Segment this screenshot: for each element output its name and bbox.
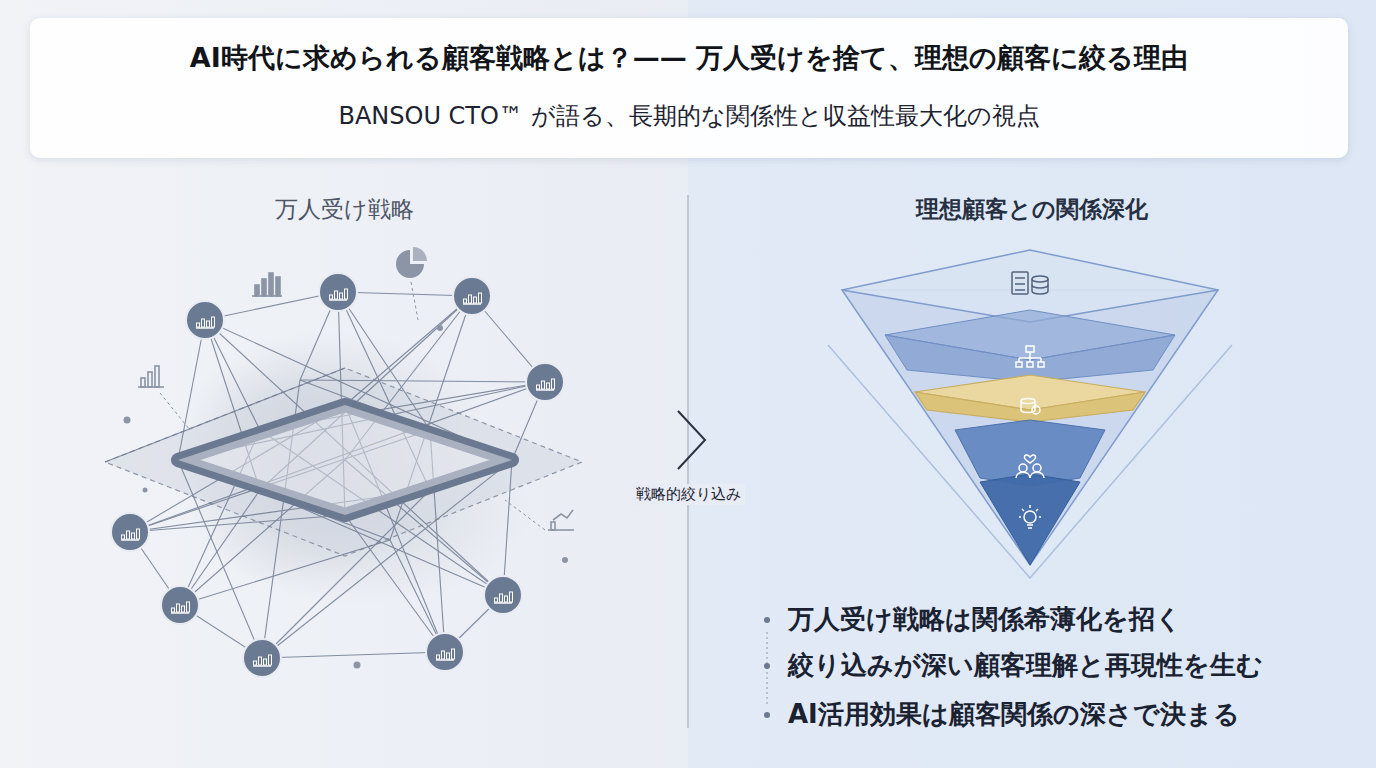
- strategy-panel: 万人受け戦略: [0, 180, 688, 740]
- title: AI時代に求められる顧客戦略とは？—— 万人受けを捨て、理想の顧客に絞る理由: [30, 40, 1348, 76]
- network-line: [300, 380, 545, 382]
- network-node: [161, 586, 199, 624]
- network-line: [180, 490, 260, 605]
- chevron-arrow: [678, 411, 705, 469]
- network-node: [186, 301, 224, 339]
- network-node: [111, 513, 149, 551]
- network-node: [319, 273, 357, 311]
- network-line: [345, 515, 445, 652]
- network-node: [453, 277, 491, 315]
- panel-heading: 万人受け戦略: [0, 194, 688, 225]
- network-line: [180, 540, 390, 605]
- network-line: [130, 382, 545, 532]
- bullet-markers: [764, 617, 770, 718]
- panel-heading: 理想顧客との関係深化: [688, 194, 1376, 225]
- network-illustration: [105, 247, 582, 677]
- funnel-pyramid: [828, 250, 1232, 578]
- bullet-text: 絞り込みが深い顧客理解と再現性を生む: [788, 648, 1348, 683]
- divider-line: [688, 195, 689, 728]
- subtitle: BANSOU CTO™ が語る、長期的な関係性と収益性最大化の視点: [30, 100, 1348, 132]
- network-line: [503, 460, 512, 595]
- network-line: [262, 652, 445, 658]
- title-banner: [30, 18, 1348, 158]
- network-line: [178, 320, 205, 460]
- network-line: [345, 296, 472, 405]
- network-node: [484, 576, 522, 614]
- network-line: [130, 515, 345, 532]
- network-node: [426, 633, 464, 671]
- bullet-text: AI活用効果は顧客関係の深さで決まる: [788, 697, 1348, 732]
- arrow-label: 戦略的絞り込み: [632, 484, 745, 505]
- network-line: [338, 292, 472, 296]
- bullet-text: 万人受け戦略は関係希薄化を招く: [788, 602, 1348, 637]
- network-node: [526, 363, 564, 401]
- network-node: [243, 639, 281, 677]
